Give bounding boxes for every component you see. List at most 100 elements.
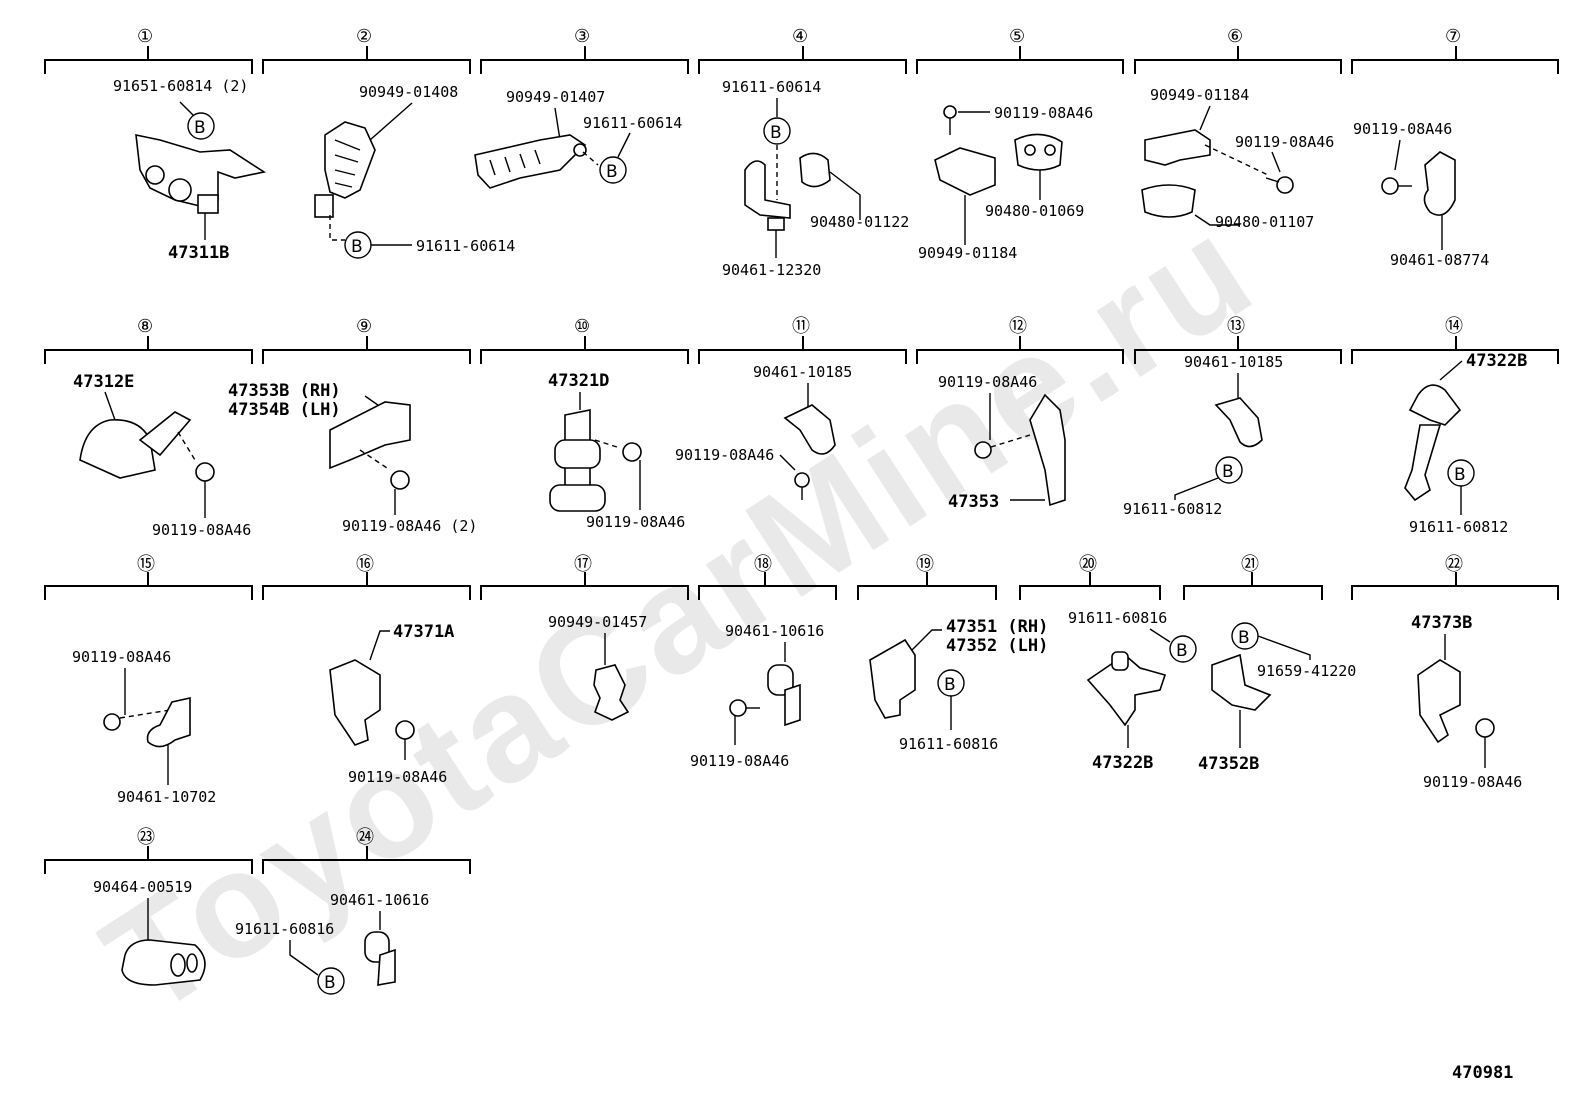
clamp-shape	[474, 134, 587, 189]
group-4: ④ 91611-60614 B 90461-12320 90480-01122	[698, 26, 909, 279]
clamp-shape	[1408, 384, 1462, 426]
part-label: 47373B	[1411, 613, 1472, 633]
b-mark: B	[1231, 622, 1259, 650]
part-label: 47321D	[548, 371, 609, 391]
group-14: ⑭ 47322B B 91611-60812	[1351, 316, 1559, 536]
part-label: 91611-60816	[899, 735, 998, 753]
part-label: 90461-08774	[1390, 251, 1489, 269]
group-number: ⑰	[574, 554, 592, 575]
group-12: ⑫ 90119-08A46 47353	[916, 316, 1124, 512]
group-number: ㉑	[1241, 554, 1259, 575]
part-label: 90949-01407	[506, 88, 605, 106]
part-label: 90461-10616	[725, 622, 824, 640]
group-2: ② 90949-01408 B 91611-60614	[262, 26, 515, 259]
svg-text:B: B	[194, 118, 206, 138]
part-label: 90119-08A46	[72, 648, 171, 666]
group-number: ⑥	[1227, 26, 1243, 47]
group-10: ⑩ 47321D 90119-08A46	[480, 316, 689, 531]
group-number: ⑩	[574, 316, 590, 337]
part-label: 90949-01184	[918, 244, 1017, 262]
group-number: ⑤	[1009, 26, 1025, 47]
diagram-code: 470981	[1452, 1063, 1513, 1083]
clamp-shape	[329, 659, 381, 746]
group-number: ⑭	[1445, 316, 1463, 337]
part-label: 90461-10185	[1184, 353, 1283, 371]
svg-text:B: B	[351, 237, 363, 257]
svg-text:B: B	[1454, 465, 1466, 485]
part-label: 90480-01069	[985, 202, 1084, 220]
b-mark: B	[187, 112, 215, 140]
clip-shape	[1144, 129, 1211, 166]
part-label: 91611-60614	[722, 78, 821, 96]
part-label: 90464-00519	[93, 878, 192, 896]
part-label: 91611-60614	[416, 237, 515, 255]
part-label: 47371A	[393, 622, 454, 642]
part-label: 90480-01122	[810, 213, 909, 231]
clamp-shape	[146, 697, 191, 748]
svg-text:B: B	[324, 973, 336, 993]
b-mark: B	[763, 117, 791, 145]
part-label: 90119-08A46	[690, 752, 789, 770]
part-label: 47354B (LH)	[228, 400, 341, 420]
group-17: ⑰ 90949-01457	[480, 554, 689, 721]
group-8: ⑧ 47312E 90119-08A46	[44, 316, 253, 539]
group-number: ⑳	[1079, 554, 1097, 575]
part-label: 90119-08A46	[1423, 773, 1522, 791]
part-label: 90119-08A46	[675, 446, 774, 464]
group-21: ㉑ B 91659-41220 47352B	[1183, 554, 1356, 774]
part-label: 47351 (RH)	[946, 617, 1048, 637]
part-label: 91611-60812	[1409, 518, 1508, 536]
group-1: ① 91651-60814 (2) B 47311B	[44, 26, 267, 263]
group-9: ⑨ 47353B (RH) 47354B (LH) 90119-08A46 (2…	[228, 316, 477, 535]
part-label: 90119-08A46	[152, 521, 251, 539]
group-number: ⑲	[916, 554, 934, 575]
part-label: 47353	[948, 492, 999, 512]
group-15: ⑮ 90119-08A46 90461-10702	[44, 554, 253, 806]
group-number: ⑧	[137, 316, 153, 337]
group-number: ⑪	[792, 316, 810, 337]
group-16: ⑯ 47371A 90119-08A46	[262, 554, 471, 786]
b-mark: B	[344, 231, 372, 259]
group-18: ⑱ 90461-10616 90119-08A46	[690, 554, 837, 770]
part-label: 47322B	[1466, 351, 1527, 371]
bracket-shape	[1211, 653, 1272, 711]
clamp-shape	[783, 404, 836, 455]
group-number: ⑱	[754, 554, 772, 575]
part-label: 90119-08A46 (2)	[342, 517, 477, 535]
part-label: 90949-01457	[548, 613, 647, 631]
group-20: ⑳ 91611-60816 B 47322B	[1019, 554, 1197, 773]
clamp-shape	[1423, 151, 1456, 216]
group-19: ⑲ 47351 (RH) 47352 (LH) B 91611-60816	[857, 554, 1048, 753]
group-6: ⑥ 90949-01184 90119-08A46 90480-01107	[1134, 26, 1342, 231]
part-label: 91611-60816	[235, 920, 334, 938]
part-label: 91651-60814 (2)	[113, 77, 248, 95]
group-number: ④	[792, 26, 808, 47]
part-label: 91611-60816	[1068, 609, 1167, 627]
group-number: ⑮	[137, 554, 155, 575]
part-label: 47322B	[1092, 753, 1153, 773]
part-label: 47311B	[168, 243, 229, 263]
b-mark: B	[937, 669, 965, 697]
svg-text:B: B	[944, 675, 956, 695]
group-24: ㉔ 90461-10616 91611-60816 B	[235, 827, 471, 995]
part-label: 47352 (LH)	[946, 636, 1048, 656]
clamp-shape	[767, 664, 794, 696]
clip-shape	[744, 160, 791, 219]
b-mark: B	[1215, 456, 1243, 484]
group-13: ⑬ 90461-10185 B 91611-60812	[1123, 316, 1342, 518]
group-number: ③	[574, 26, 590, 47]
group-number: ㉔	[356, 827, 374, 848]
group-number: ⑦	[1445, 26, 1461, 47]
part-label: 47353B (RH)	[228, 381, 341, 401]
part-label: 90119-08A46	[938, 373, 1037, 391]
part-label: 90119-08A46	[1235, 133, 1334, 151]
part-label: 90461-10702	[117, 788, 216, 806]
clamp-shape	[934, 147, 996, 196]
part-label: 90949-01184	[1150, 86, 1249, 104]
clamp-shape	[79, 419, 156, 479]
part-label: 90461-10616	[330, 891, 429, 909]
group-number: ⑬	[1227, 316, 1245, 337]
b-mark: B	[1447, 459, 1475, 487]
bracket-shape	[1029, 393, 1066, 507]
